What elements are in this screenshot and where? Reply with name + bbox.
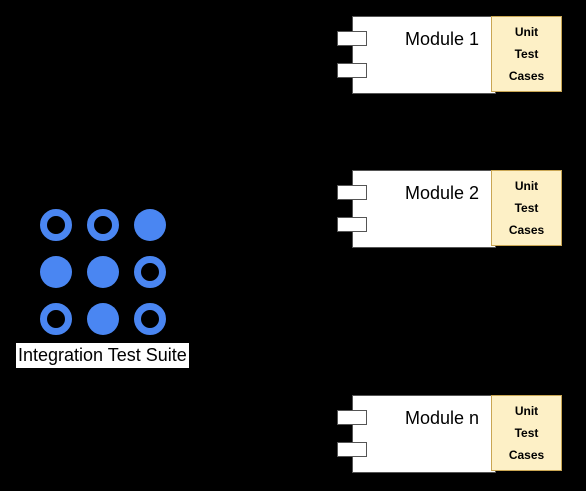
unit-test-line: Test [514, 201, 539, 215]
module-name: Module 2 [405, 183, 480, 203]
module-body: Module 2 [352, 170, 496, 248]
unit-test-line: Cases [508, 448, 545, 462]
filled-circle-icon [87, 256, 119, 288]
module-port-top [337, 410, 367, 425]
module-port-bottom [337, 442, 367, 457]
filled-circle-icon [134, 209, 166, 241]
ring-circle-icon [134, 303, 166, 335]
integration-test-suite: Integration Test Suite [0, 0, 220, 491]
module-body: Module n [352, 395, 496, 473]
suite-label: Integration Test Suite [16, 343, 189, 368]
unit-test-line: Unit [514, 179, 539, 193]
test-suite-icon [40, 209, 167, 336]
unit-test-line: Cases [508, 223, 545, 237]
unit-test-line: Test [514, 426, 539, 440]
filled-circle-icon [40, 256, 72, 288]
module-body: Module 1 [352, 16, 496, 94]
ring-circle-icon [87, 209, 119, 241]
unit-test-line: Cases [508, 69, 545, 83]
module-port-bottom [337, 63, 367, 78]
unit-test-line: Unit [514, 404, 539, 418]
module-1: Module 1 Unit Test Cases [337, 16, 564, 94]
unit-test-line: Test [514, 47, 539, 61]
unit-test-cases: Unit Test Cases [491, 395, 562, 471]
ring-circle-icon [40, 303, 72, 335]
ring-circle-icon [134, 256, 166, 288]
module-port-bottom [337, 217, 367, 232]
module-2: Module 2 Unit Test Cases [337, 170, 564, 248]
module-port-top [337, 31, 367, 46]
filled-circle-icon [87, 303, 119, 335]
module-name: Module n [405, 408, 480, 428]
module-port-top [337, 185, 367, 200]
module-name: Module 1 [405, 29, 480, 49]
unit-test-line: Unit [514, 25, 539, 39]
module-n: Module n Unit Test Cases [337, 395, 564, 473]
unit-test-cases: Unit Test Cases [491, 170, 562, 246]
unit-test-cases: Unit Test Cases [491, 16, 562, 92]
ring-circle-icon [40, 209, 72, 241]
